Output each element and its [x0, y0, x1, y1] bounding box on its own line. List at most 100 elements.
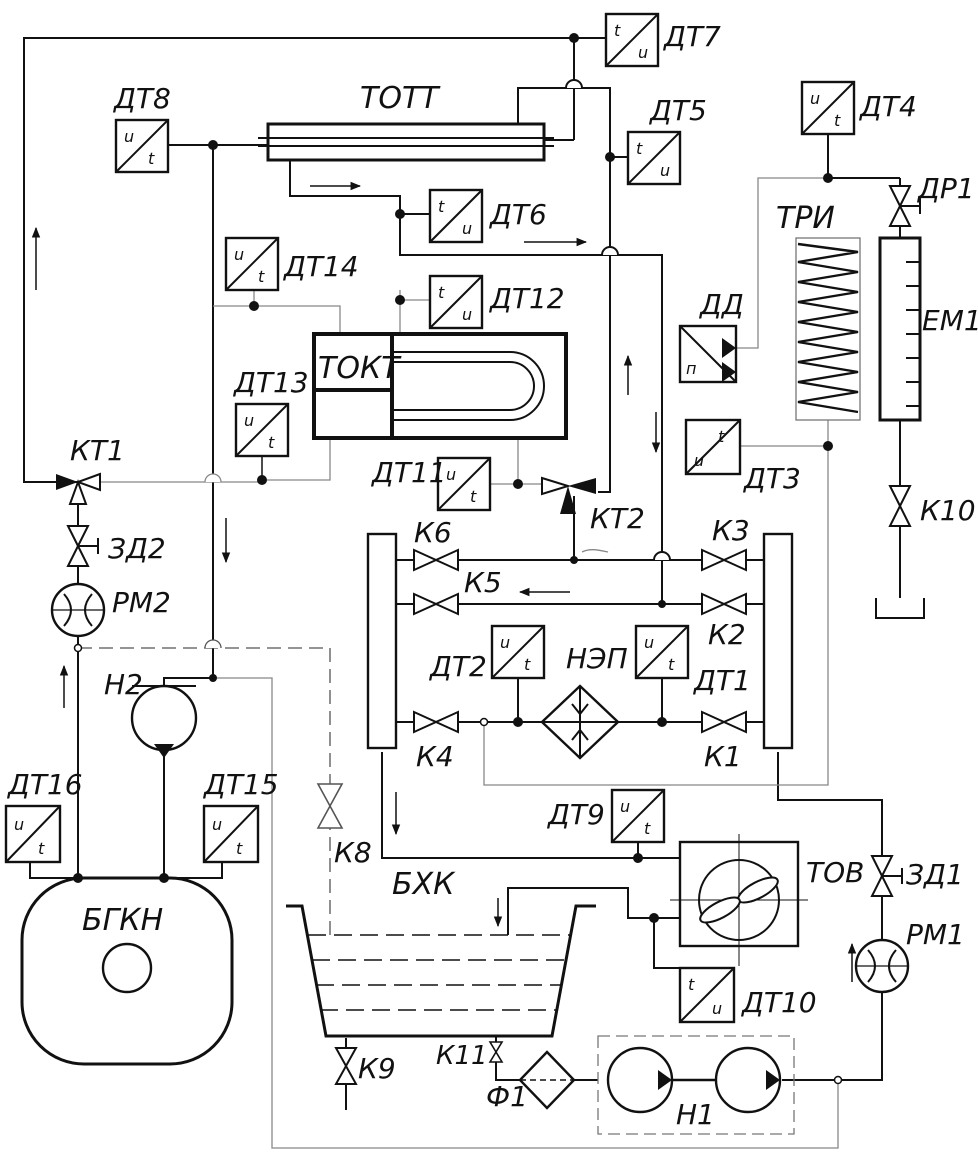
- flow-arrows: [31, 181, 857, 982]
- label-k9: К9: [358, 1052, 396, 1085]
- dashed-line: [78, 647, 331, 935]
- sensor-dt8: ut: [114, 118, 170, 174]
- gas-cylinder-bgkn: [20, 876, 234, 1066]
- label-n1: Н1: [676, 1098, 715, 1131]
- sensor-dt7: tu: [604, 12, 660, 68]
- valve-k2: [701, 592, 747, 616]
- measuring-tank-em1: [878, 236, 922, 422]
- svg-text:t: t: [614, 21, 621, 40]
- valve-k1: [701, 710, 747, 734]
- label-dt13: ДТ13: [232, 366, 309, 399]
- svg-text:u: u: [620, 797, 630, 816]
- heat-exchanger-tott: [258, 122, 554, 162]
- svg-text:u: u: [712, 999, 722, 1018]
- sensor-dt2: ut: [490, 624, 546, 680]
- pump-n1: [597, 1035, 795, 1135]
- svg-text:u: u: [500, 633, 510, 652]
- sensor-dt13: ut: [234, 402, 290, 458]
- svg-text:t: t: [688, 975, 695, 994]
- svg-text:u: u: [446, 465, 456, 484]
- collector-left: [366, 532, 398, 750]
- valve-k4: [413, 710, 459, 734]
- svg-text:u: u: [124, 127, 134, 146]
- label-tokt: ТОКТ: [318, 351, 402, 386]
- valve-k9: [334, 1047, 358, 1085]
- label-dt9: ДТ9: [546, 798, 605, 831]
- label-f1: Ф1: [486, 1080, 528, 1113]
- svg-text:t: t: [668, 655, 675, 674]
- svg-text:t: t: [148, 149, 155, 168]
- label-k5: К5: [464, 566, 502, 599]
- svg-text:t: t: [236, 839, 243, 858]
- sensor-dt16: ut: [4, 804, 62, 864]
- label-k4: К4: [416, 740, 454, 773]
- svg-text:t: t: [258, 267, 265, 286]
- valve-k6: [413, 548, 459, 572]
- svg-text:u: u: [462, 219, 472, 238]
- label-tott: ТОТТ: [360, 81, 441, 116]
- label-kt1: КТ1: [70, 434, 125, 467]
- svg-text:t: t: [644, 819, 651, 838]
- label-dt2: ДТ2: [428, 650, 487, 683]
- svg-text:u: u: [638, 43, 648, 62]
- valve-k5: [413, 592, 459, 616]
- sensor-dt5: tu: [626, 130, 682, 186]
- svg-text:п: п: [686, 359, 696, 378]
- label-kt2: КТ2: [590, 502, 645, 535]
- label-bhk: БХК: [392, 867, 456, 902]
- valve-k8: [316, 783, 344, 829]
- sensor-dt12: tu: [428, 274, 484, 330]
- pipe-crossings: [204, 79, 671, 649]
- flowmeter-pm2: [50, 582, 106, 638]
- label-nep: НЭП: [566, 642, 628, 675]
- svg-text:u: u: [694, 451, 704, 470]
- label-bgkn: БГКН: [82, 903, 163, 938]
- valve-dp1: [888, 185, 921, 227]
- flowmeter-pm1: [854, 938, 910, 994]
- svg-text:t: t: [636, 139, 643, 158]
- valve-zd1: [870, 855, 903, 897]
- valve-k11: [488, 1041, 504, 1063]
- label-dt3: ДТ3: [742, 462, 801, 495]
- valve-k3: [701, 548, 747, 572]
- label-dt5: ДТ5: [648, 94, 707, 127]
- svg-text:t: t: [834, 111, 841, 130]
- valve-zd2: [66, 525, 99, 567]
- label-k1: К1: [704, 740, 742, 773]
- filter-f1: [518, 1050, 576, 1110]
- label-dt11: ДТ11: [370, 456, 447, 489]
- label-dt4: ДТ4: [858, 90, 917, 123]
- valve-k10: [888, 485, 912, 527]
- sensor-dt14: ut: [224, 236, 280, 292]
- label-tov: ТОВ: [806, 856, 864, 889]
- label-k11: К11: [436, 1041, 488, 1071]
- label-k2: К2: [708, 618, 746, 651]
- tank-bhk: [286, 904, 596, 1038]
- label-k3: К3: [712, 514, 750, 547]
- label-k10: К10: [920, 494, 976, 527]
- svg-text:u: u: [660, 161, 670, 180]
- label-dt8: ДТ8: [112, 82, 171, 115]
- label-dt15: ДТ15: [202, 768, 279, 801]
- sensor-dt4: ut: [800, 80, 856, 136]
- label-dt14: ДТ14: [282, 250, 359, 283]
- svg-text:u: u: [14, 815, 24, 834]
- svg-text:u: u: [462, 305, 472, 324]
- label-dt1: ДТ1: [692, 664, 751, 697]
- label-pm2: РМ2: [112, 586, 171, 619]
- svg-text:t: t: [470, 487, 477, 506]
- svg-text:t: t: [38, 839, 45, 858]
- sensor-dt11: ut: [436, 456, 492, 512]
- pressure-sensor-dd: п: [678, 324, 738, 384]
- heat-exchanger-tokt: [312, 332, 568, 440]
- sensor-dt10: tu: [678, 966, 736, 1024]
- label-dt10: ДТ10: [740, 986, 817, 1019]
- label-dp1: ДР1: [916, 172, 975, 205]
- label-em1: ЕМ1: [922, 304, 978, 337]
- heater-tri: [795, 237, 861, 421]
- svg-text:u: u: [644, 633, 654, 652]
- label-dt6: ДТ6: [488, 198, 547, 231]
- pump-n2: [130, 684, 198, 758]
- label-zd1: ЗД1: [906, 858, 964, 891]
